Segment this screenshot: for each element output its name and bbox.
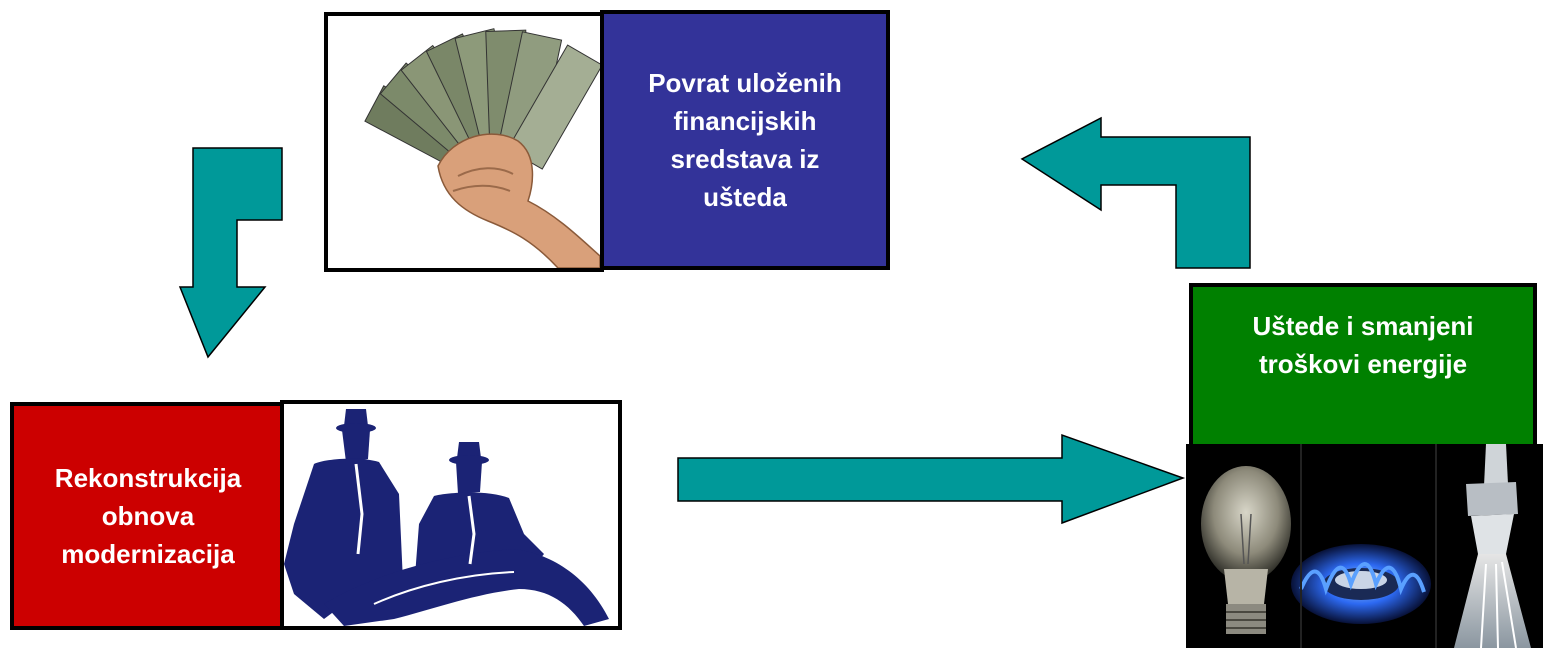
water-tap-icon [1454,444,1531,648]
reconstruction-box: Rekonstrukcija obnova modernizacija [10,402,286,630]
energy-savings-box: Uštede i smanjeni troškovi energije [1189,283,1537,453]
gas-flame-icon [1291,544,1431,624]
engineers-picture [280,400,622,630]
money-hand-picture [324,12,604,272]
energy-utilities-picture [1186,444,1543,648]
hand-icon [437,133,600,268]
return-on-investment-box: Povrat uloženih financijskih sredstava i… [600,10,890,270]
energy-savings-text: Uštede i smanjeni troškovi energije [1252,311,1474,379]
return-on-investment-text: Povrat uloženih financijskih sredstava i… [648,68,842,212]
banknotes-icon [364,28,600,179]
light-bulb-icon [1201,466,1291,634]
engineers-icon [284,409,609,626]
arrow-to-reconstruction [178,147,283,359]
reconstruction-text: Rekonstrukcija obnova modernizacija [54,463,242,569]
arrow-to-return [1020,116,1251,269]
arrow-to-savings [677,433,1186,525]
